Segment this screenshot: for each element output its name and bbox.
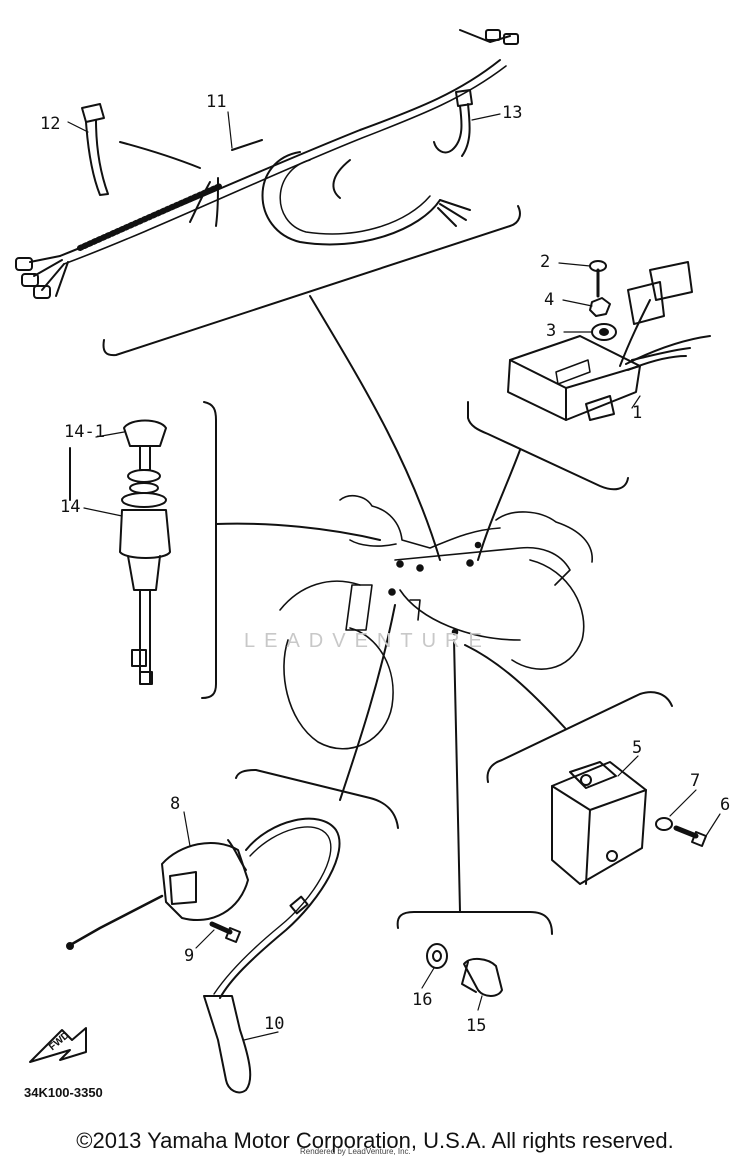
- leader-rectifier: [464, 644, 566, 729]
- bracket-rectifier-group: [486, 691, 673, 783]
- rectifier-regulator: [551, 761, 647, 885]
- callout-5: 5: [632, 738, 643, 758]
- callout-7: 7: [690, 771, 701, 791]
- leader-harness: [309, 295, 441, 561]
- callout-12: 12: [40, 114, 61, 134]
- callout-8: 8: [170, 794, 181, 814]
- callout-14-1: 14-1: [64, 422, 105, 442]
- motorcycle-outline: [279, 494, 593, 750]
- callout-14: 14: [60, 497, 81, 517]
- leader-bolt: [453, 639, 461, 913]
- forward-arrow-icon: [29, 1027, 87, 1063]
- bracket-switch-group: [201, 401, 217, 699]
- rendered-by-note: Rendered by LeadVenture, Inc.: [300, 1147, 411, 1156]
- callout-4: 4: [544, 290, 555, 310]
- harness-strap-left: [81, 103, 109, 196]
- harness-strap-right: [433, 89, 473, 157]
- engine-stop-switch: [69, 419, 171, 685]
- callout-1: 1: [632, 403, 643, 423]
- cdi-unit: [507, 261, 711, 421]
- bracket-bolt-group: [396, 911, 553, 935]
- washer-part-16: [426, 943, 448, 969]
- callout-15: 15: [466, 1016, 487, 1036]
- bracket-harness-group: [102, 205, 521, 357]
- bracket-coil-group: [235, 769, 399, 829]
- callout-11: 11: [206, 92, 227, 112]
- callout-6: 6: [720, 795, 731, 815]
- bolt-part-15: [461, 958, 503, 997]
- drawing-code: 34K100-3350: [24, 1085, 103, 1100]
- ignition-coil: [66, 839, 249, 950]
- copyright-notice: ©2013 Yamaha Motor Corporation, U.S.A. A…: [76, 1128, 674, 1153]
- bolt-part-9: [209, 921, 241, 943]
- leader-coil: [339, 604, 396, 801]
- leader-cdi: [477, 449, 521, 561]
- callout-13: 13: [502, 103, 523, 123]
- callout-10: 10: [264, 1014, 285, 1034]
- bolt-part-6: [673, 825, 707, 847]
- screw-part-2: [589, 260, 607, 298]
- spark-plug-lead: [203, 817, 341, 1094]
- callout-leaders: [67, 111, 721, 1041]
- callout-16: 16: [412, 990, 433, 1010]
- callout-3: 3: [546, 321, 557, 341]
- nut-part-4: [589, 297, 611, 317]
- bracket-cdi-group: [467, 401, 629, 491]
- washer-part-3: [591, 323, 617, 341]
- callout-9: 9: [184, 946, 195, 966]
- leader-switch: [215, 522, 381, 541]
- watermark: LEADVENTURE: [244, 630, 491, 652]
- wire-harness: [15, 29, 519, 299]
- callout-2: 2: [540, 252, 551, 272]
- washer-part-7: [655, 817, 673, 831]
